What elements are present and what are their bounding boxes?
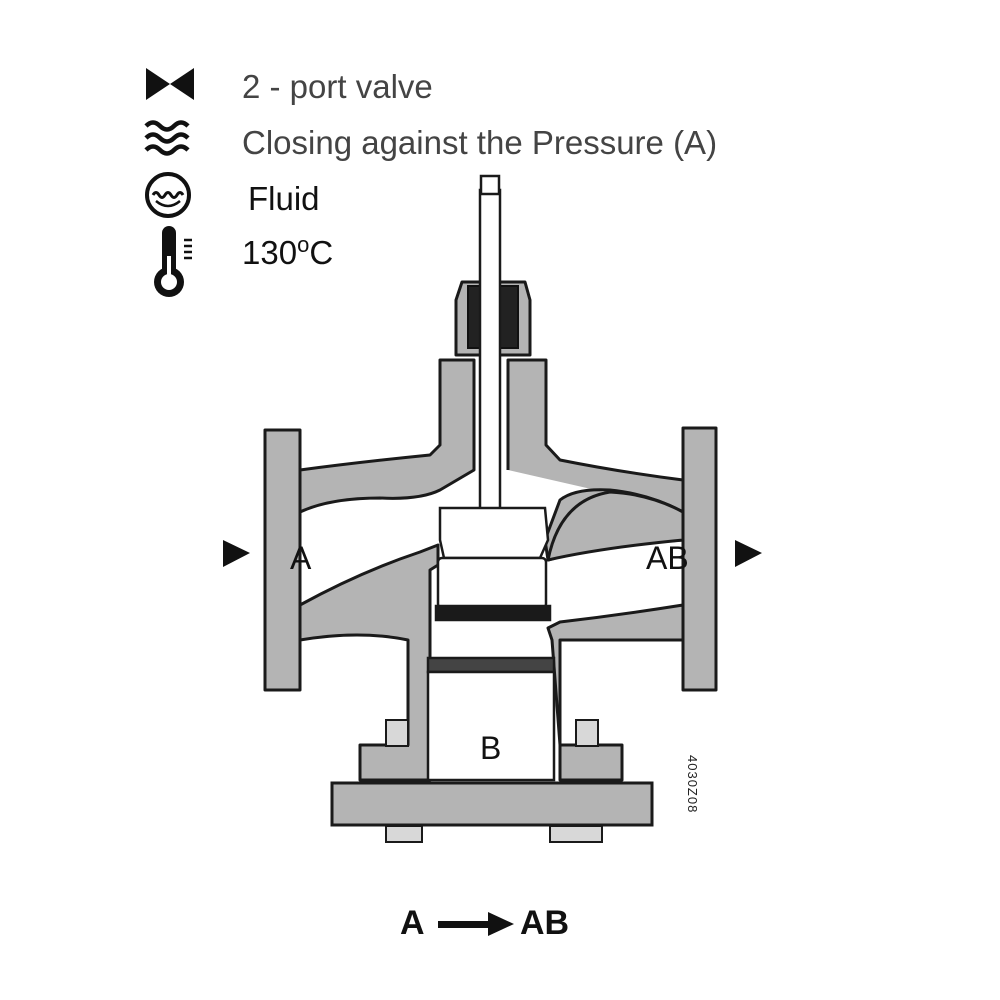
seat-ring <box>426 656 556 674</box>
port-label-a: A <box>290 540 312 576</box>
bolt-nut-bottom-right <box>549 825 603 843</box>
temperature-degree-mark: o <box>297 232 310 257</box>
lower-sleeve <box>426 670 556 782</box>
base-plate <box>330 781 654 827</box>
port-label-b: B <box>480 730 502 766</box>
legend-text-temperature: 130oC <box>242 232 333 272</box>
legend-row-pressure: Closing against the Pressure (A) <box>140 116 840 166</box>
bolt-nut-bottom-left <box>385 825 423 843</box>
flow-direction-caption: A AB <box>400 900 620 950</box>
pressure-waves-icon <box>144 120 190 156</box>
valve-stem <box>478 188 502 522</box>
legend-row-temperature: 130oC <box>140 222 840 302</box>
temperature-value: 130 <box>242 234 298 271</box>
flow-from-label: A <box>400 904 425 942</box>
legend-text-valve-type: 2 - port valve <box>242 68 433 105</box>
plug-seal <box>434 604 552 622</box>
fluid-icon <box>145 172 191 218</box>
two-port-valve-icon <box>146 68 194 100</box>
stem-cap <box>479 174 501 196</box>
plug-body <box>436 556 548 610</box>
port-label-ab: AB <box>646 540 689 576</box>
bolt-nut-top-left <box>385 719 409 747</box>
flow-arrow-icon <box>438 912 514 936</box>
inlet-flange <box>263 428 302 692</box>
thermometer-icon <box>154 226 192 297</box>
legend-text-medium: Fluid <box>248 180 320 217</box>
lower-right-wall <box>546 603 685 782</box>
upper-seat-wall <box>546 490 685 562</box>
outlet-arrow-icon <box>735 540 762 567</box>
upper-body <box>298 358 476 514</box>
drawing-code: 4030Z08 <box>685 755 700 814</box>
outlet-flange <box>681 426 718 692</box>
legend-text-pressure: Closing against the Pressure (A) <box>242 124 718 161</box>
legend-row-medium: Fluid <box>140 168 840 218</box>
bolt-nut-top-right <box>575 719 599 747</box>
inlet-arrow-icon <box>223 540 250 567</box>
lower-seat-wall <box>298 543 440 782</box>
plug-head <box>438 506 550 560</box>
flow-to-label: AB <box>520 904 570 942</box>
legend-row-valve-type: 2 - port valve <box>140 60 840 110</box>
temperature-unit: C <box>309 234 334 271</box>
